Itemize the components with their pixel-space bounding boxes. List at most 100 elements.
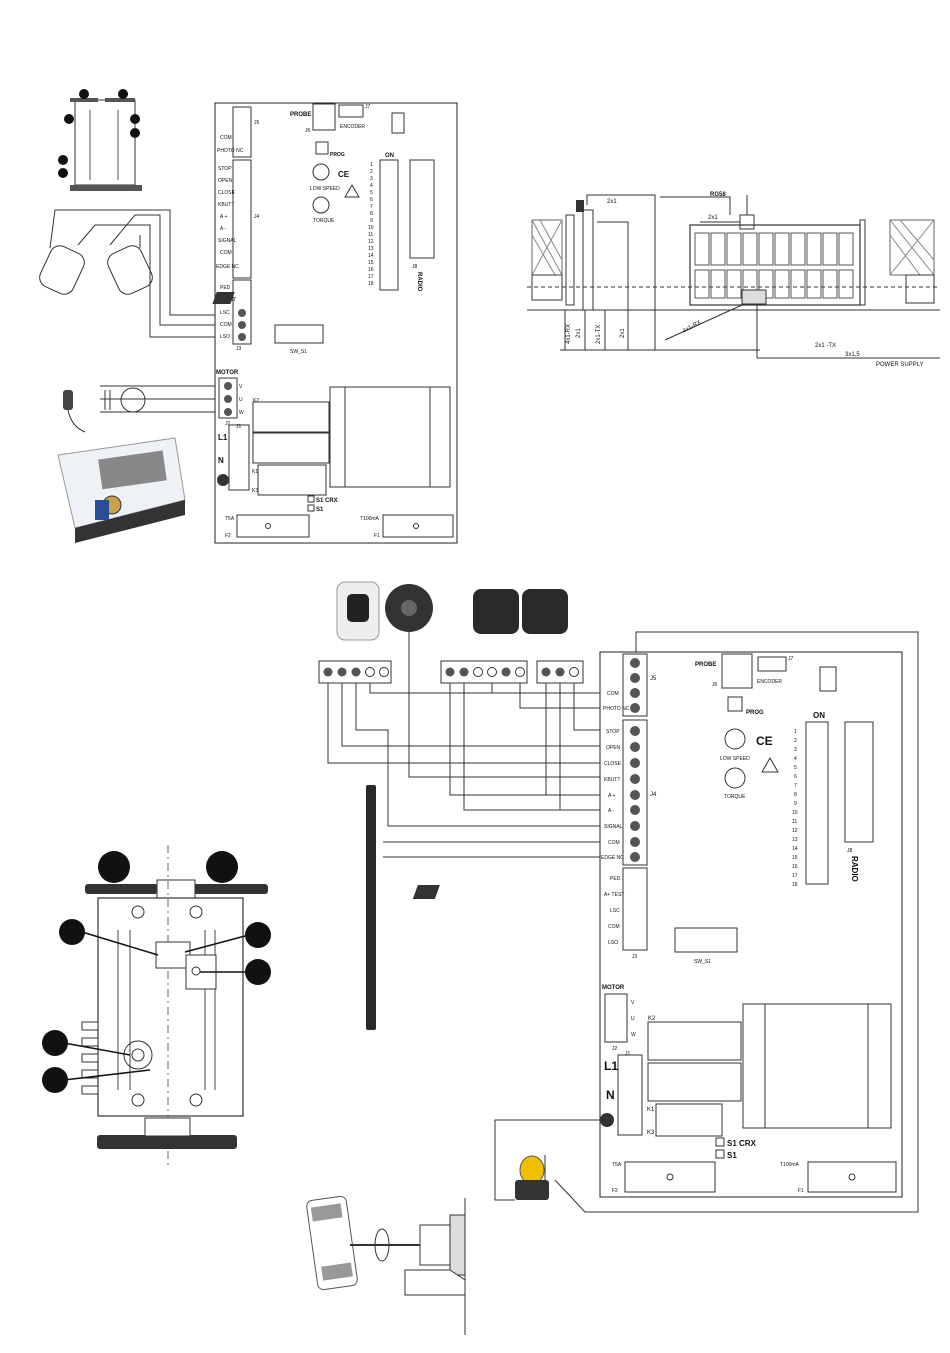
ce-mark: CE bbox=[338, 170, 350, 179]
svg-text:V: V bbox=[631, 1000, 635, 1006]
cable-2x1-tx-label: 2x1 -TX bbox=[815, 343, 836, 349]
svg-text:ON: ON bbox=[813, 711, 825, 720]
encoder-label: ENCODER bbox=[340, 124, 365, 130]
j7-label: J7 bbox=[365, 104, 371, 110]
svg-text:6: 6 bbox=[794, 774, 797, 780]
svg-text:LSO: LSO bbox=[608, 940, 618, 946]
svg-text:U: U bbox=[631, 1016, 635, 1022]
sensitive-edge bbox=[366, 785, 376, 1030]
stop-label: STOP bbox=[218, 166, 232, 172]
cable-power-label: 3x1,5 bbox=[845, 352, 860, 358]
open-label: OPEN bbox=[218, 178, 233, 184]
j8-label: J8 bbox=[412, 264, 418, 270]
svg-text:2: 2 bbox=[794, 738, 797, 744]
svg-text:3: 3 bbox=[794, 747, 797, 753]
marker-g-top: G bbox=[252, 965, 264, 982]
marker-p-right: P bbox=[216, 858, 229, 879]
svg-text:10: 10 bbox=[792, 810, 798, 816]
svg-text:8: 8 bbox=[794, 792, 797, 798]
svg-text:L1: L1 bbox=[604, 1059, 618, 1073]
svg-text:F2: F2 bbox=[612, 1188, 618, 1194]
limit-switch-detail: P P H F G G F bbox=[42, 845, 271, 1165]
svg-text:F: F bbox=[133, 117, 137, 123]
svg-text:J5: J5 bbox=[650, 676, 657, 682]
svg-text:14: 14 bbox=[792, 846, 798, 852]
svg-text:ENCODER: ENCODER bbox=[757, 679, 782, 685]
probe-label: PROBE bbox=[290, 112, 311, 118]
low-speed-label: LOW SPEED bbox=[310, 186, 340, 192]
edge-label: EDGE NC bbox=[216, 264, 239, 270]
prog-label: PROG bbox=[330, 152, 345, 158]
svg-text:J4: J4 bbox=[650, 792, 657, 798]
svg-text:J6: J6 bbox=[712, 682, 718, 688]
cable-2x1-gate-label: 2x1 bbox=[708, 215, 718, 221]
fuse-t5a-label: T5A bbox=[225, 516, 235, 522]
marker-f-bottom: F bbox=[50, 1073, 60, 1090]
j6-label: J6 bbox=[305, 128, 311, 134]
svg-text:KBUTT: KBUTT bbox=[604, 777, 620, 783]
wiring-lines bbox=[327, 631, 919, 1213]
flashing-lamp bbox=[515, 1155, 549, 1200]
svg-text:P: P bbox=[121, 92, 125, 98]
svg-text:14: 14 bbox=[368, 253, 374, 259]
svg-text:PED: PED bbox=[610, 876, 621, 882]
svg-text:2: 2 bbox=[370, 169, 373, 175]
svg-text:16: 16 bbox=[792, 864, 798, 870]
s1-label: S1 bbox=[316, 507, 324, 513]
k2-label: K2 bbox=[253, 398, 259, 404]
svg-text:COM: COM bbox=[608, 840, 620, 846]
svg-text:F1: F1 bbox=[374, 533, 380, 539]
gear-motor-photo bbox=[57, 437, 186, 543]
limit-switch-small-sketch: P P H F G G F bbox=[58, 89, 142, 191]
svg-text:COM: COM bbox=[607, 691, 619, 697]
k3-label: K3 bbox=[252, 488, 258, 494]
cable-diag-label: 4x1-RX bbox=[682, 320, 702, 335]
gate-installation-diagram: RG58 2x1 2x1 4x1-RX 2x1 2x1-TX 2x1 4x1-R… bbox=[527, 192, 940, 368]
svg-text:J1: J1 bbox=[236, 424, 242, 430]
svg-text:PROG: PROG bbox=[746, 710, 764, 716]
l1-label: L1 bbox=[218, 433, 228, 442]
svg-text:U: U bbox=[239, 397, 243, 403]
svg-text:PROBE: PROBE bbox=[695, 662, 716, 668]
release-key-detail bbox=[306, 1195, 466, 1335]
svg-text:2x1-TX: 2x1-TX bbox=[596, 325, 602, 344]
svg-text:TORQUE: TORQUE bbox=[724, 794, 746, 800]
svg-text:V: V bbox=[239, 384, 243, 390]
svg-text:J7: J7 bbox=[788, 656, 794, 662]
ped-label: PED bbox=[220, 285, 231, 291]
svg-text:MOTOR: MOTOR bbox=[602, 985, 625, 991]
marker-h: H bbox=[66, 925, 78, 942]
svg-text:T5A: T5A bbox=[612, 1162, 622, 1168]
photo-terminal-label: PHOTO NC bbox=[217, 148, 244, 154]
svg-text:A +: A + bbox=[608, 793, 615, 799]
svg-text:H: H bbox=[67, 117, 71, 123]
svg-text:3: 3 bbox=[370, 176, 373, 182]
radio-label: RADIO bbox=[416, 272, 422, 292]
svg-text:CLOSE: CLOSE bbox=[604, 761, 622, 767]
svg-text:5: 5 bbox=[794, 765, 797, 771]
kbutt-label: KBUTT bbox=[218, 202, 234, 208]
accessory-terminal-blocks bbox=[318, 660, 584, 684]
svg-text:S1 CRX: S1 CRX bbox=[727, 1139, 757, 1148]
svg-text:K3: K3 bbox=[647, 1130, 655, 1136]
fuse-t100ma-label: T100mA bbox=[360, 516, 380, 522]
svg-text:9: 9 bbox=[794, 801, 797, 807]
marker-p-left: P bbox=[108, 858, 121, 879]
capacitor-and-motor bbox=[63, 385, 225, 433]
svg-text:4: 4 bbox=[370, 183, 373, 189]
svg-text:STOP: STOP bbox=[606, 729, 620, 735]
svg-text:10: 10 bbox=[368, 225, 374, 231]
svg-text:LSC: LSC bbox=[610, 908, 620, 914]
a-plus-label: A + bbox=[220, 214, 227, 220]
svg-text:OPEN: OPEN bbox=[606, 745, 621, 751]
svg-text:COM: COM bbox=[608, 924, 620, 930]
svg-text:1: 1 bbox=[794, 729, 797, 735]
svg-text:J8: J8 bbox=[847, 848, 853, 854]
torque-label: TORQUE bbox=[313, 218, 335, 224]
svg-text:SIGNAL: SIGNAL bbox=[604, 824, 623, 830]
svg-text:12: 12 bbox=[792, 828, 798, 834]
svg-text:SW_S1: SW_S1 bbox=[694, 959, 711, 965]
sw-s1-label: SW_S1 bbox=[290, 349, 307, 355]
svg-text:J2: J2 bbox=[612, 1046, 618, 1052]
